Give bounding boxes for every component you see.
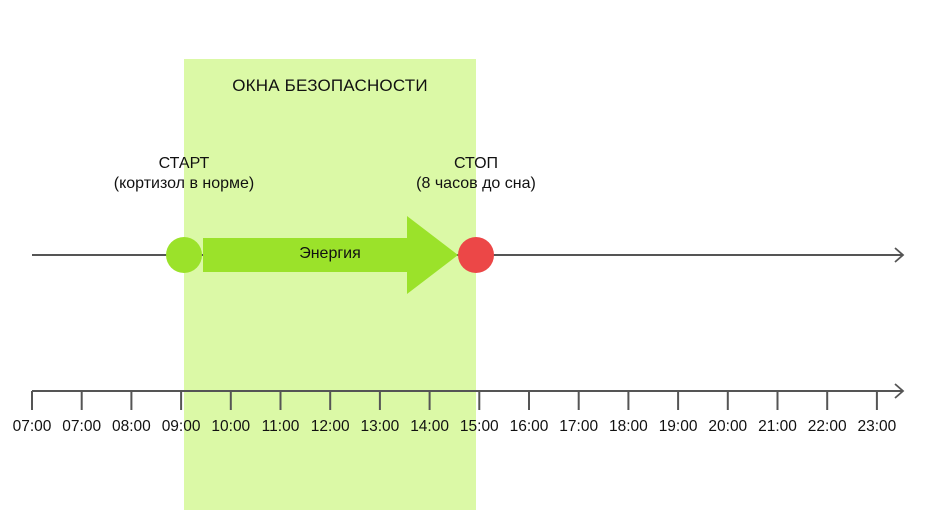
energy-arrow-icon <box>203 216 458 294</box>
hour-tick-label: 21:00 <box>758 418 797 435</box>
hour-tick-label: 09:00 <box>161 418 201 435</box>
hour-tick-label: 18:00 <box>608 418 648 435</box>
hour-tick-label: 10:00 <box>211 418 251 435</box>
safety-window-zone <box>184 59 476 510</box>
hour-tick-label: 22:00 <box>807 418 847 435</box>
stop-label: СТОП (8 часов до сна) <box>376 154 576 194</box>
start-title: СТАРТ <box>158 155 210 172</box>
hour-tick-label: 07:00 <box>12 418 52 435</box>
hour-tick-label: 20:00 <box>708 418 748 435</box>
hour-tick-label: 08:00 <box>111 418 151 435</box>
stop-subtitle: (8 часов до сна) <box>416 175 536 192</box>
hour-tick-label: 11:00 <box>261 418 300 435</box>
hour-tick-label: 15:00 <box>459 418 499 435</box>
hour-tick-label: 23:00 <box>857 418 897 435</box>
energy-timeline-arrowhead-icon <box>894 247 905 263</box>
hour-axis-arrowhead-icon <box>894 383 905 399</box>
hour-tick-label: 13:00 <box>360 418 400 435</box>
safety-window-title: ОКНА БЕЗОПАСНОСТИ <box>232 76 428 95</box>
hour-tick-label: 07:00 <box>62 418 102 435</box>
hour-tick-label: 16:00 <box>509 418 549 435</box>
hour-tick-label: 17:00 <box>559 418 599 435</box>
stop-title: СТОП <box>453 155 499 172</box>
start-label: СТАРТ (кортизол в норме) <box>84 154 284 194</box>
hour-tick-label: 12:00 <box>310 418 350 435</box>
start-subtitle: (кортизол в норме) <box>113 175 255 192</box>
stop-marker-icon <box>458 237 494 273</box>
start-marker-icon <box>166 237 202 273</box>
hour-tick-label: 14:00 <box>410 418 449 435</box>
hour-axis-ticks <box>31 391 878 410</box>
hour-tick-label: 19:00 <box>658 418 698 435</box>
energy-label: Энергия <box>299 245 361 262</box>
